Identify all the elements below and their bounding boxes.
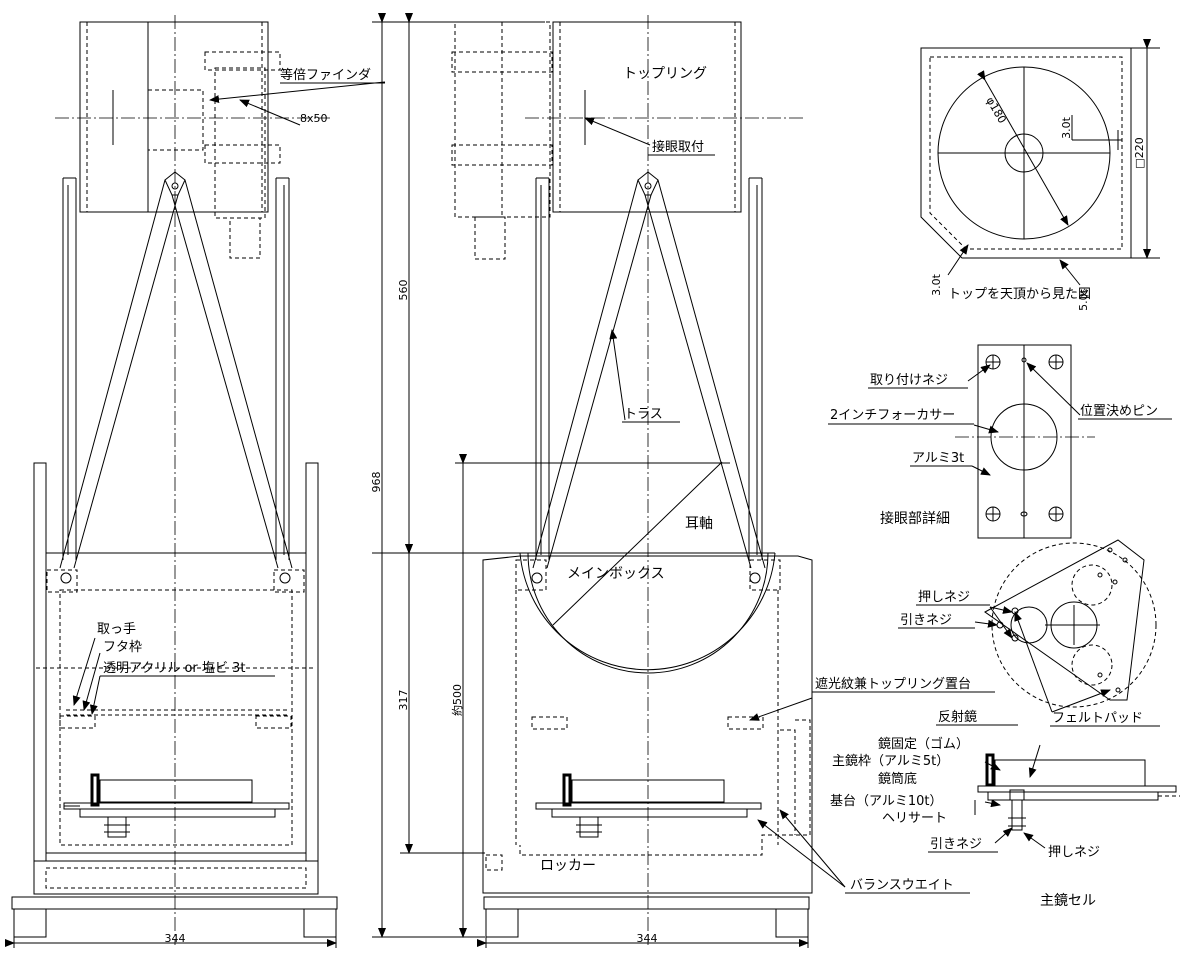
label-mirror-cell: 主鏡セル <box>1040 893 1096 909</box>
label-top-view: トップを天頂から見た図 <box>948 287 1091 302</box>
dim-upper-height: 560 <box>397 280 410 301</box>
label-plate-3t: 3.0t <box>1060 116 1073 138</box>
label-mirror-frame: 主鏡枠（アルミ5t） <box>832 754 949 769</box>
label-mirror-fix: 鏡固定（ゴム） <box>878 736 969 752</box>
label-push-screw: 押しネジ <box>918 590 970 605</box>
label-push-screw-b: 押しネジ <box>1048 845 1100 860</box>
label-rocker: ロッカー <box>540 858 596 874</box>
dim-width-right: 344 <box>637 932 658 945</box>
right-top-ring <box>552 21 742 213</box>
top-view <box>920 39 1160 286</box>
left-main-box <box>45 552 307 854</box>
label-helisert: ヘリサート <box>882 811 947 826</box>
label-reflector: 反射鏡 <box>938 709 977 725</box>
trunnion-arc <box>519 552 776 671</box>
left-rocker-post-r <box>305 462 319 862</box>
right-side-view <box>451 15 813 948</box>
label-plate-5t: 5.0t <box>1077 288 1090 310</box>
label-mount-screw: 取り付けネジ <box>870 373 948 388</box>
label-lid-panel: 透明アクリル or 塩ビ 3t <box>103 661 245 676</box>
label-felt-pad: フェルトパッド <box>1052 711 1143 726</box>
label-base: 基台（アルミ10t） <box>830 794 943 809</box>
label-truss: トラス <box>624 407 663 422</box>
dim-width-left: 344 <box>165 932 186 945</box>
label-plate-3t-b: 3.0t <box>930 273 943 295</box>
dim-total-height: 968 <box>370 472 383 493</box>
label-eyepiece-mount: 接眼取付 <box>652 139 704 155</box>
label-top-ring: トップリング <box>623 66 707 82</box>
labels: 等倍ファインダ 8x50 トップリング 接眼取付 トラス 耳軸 メインボックス … <box>97 66 1172 945</box>
left-truss <box>59 171 293 569</box>
left-rocker-post-l <box>33 462 47 862</box>
label-diameter: φ180 <box>983 95 1008 126</box>
dim-approx-500: 約500 <box>450 684 464 716</box>
left-side-view <box>5 15 338 948</box>
label-finder-size: 8x50 <box>300 112 328 125</box>
right-truss <box>532 171 766 569</box>
label-alu-plate: アルミ3t <box>912 451 964 466</box>
label-finder: 等倍ファインダ <box>280 67 371 83</box>
label-locating-pin: 位置決めピン <box>1080 404 1158 419</box>
label-mirror-bottom: 鏡筒底 <box>878 771 917 787</box>
left-top-ring <box>79 21 269 213</box>
label-eyepiece-detail: 接眼部詳細 <box>880 510 950 527</box>
eyepiece-detail <box>955 344 1095 539</box>
height-dimensions <box>372 13 730 938</box>
dim-lower-height: 317 <box>397 690 410 711</box>
label-handle: 取っ手 <box>97 622 136 637</box>
label-pull-screw-b: 引きネジ <box>930 837 982 852</box>
label-balance-weight: バランスウエイト <box>850 878 954 893</box>
label-trunnion: 耳軸 <box>685 516 713 532</box>
label-pull-screw: 引きネジ <box>900 613 952 628</box>
label-focuser: 2インチフォーカサー <box>830 408 955 423</box>
label-square-220: □220 <box>1133 137 1146 168</box>
label-lid-frame: フタ枠 <box>103 640 142 655</box>
mirror-cell-detail <box>974 539 1180 849</box>
leader-lines <box>72 81 846 888</box>
label-main-box: メインボックス <box>567 566 665 582</box>
label-shade-stand: 遮光紋兼トップリング置台 <box>815 676 971 692</box>
focuser-hole <box>990 403 1058 471</box>
